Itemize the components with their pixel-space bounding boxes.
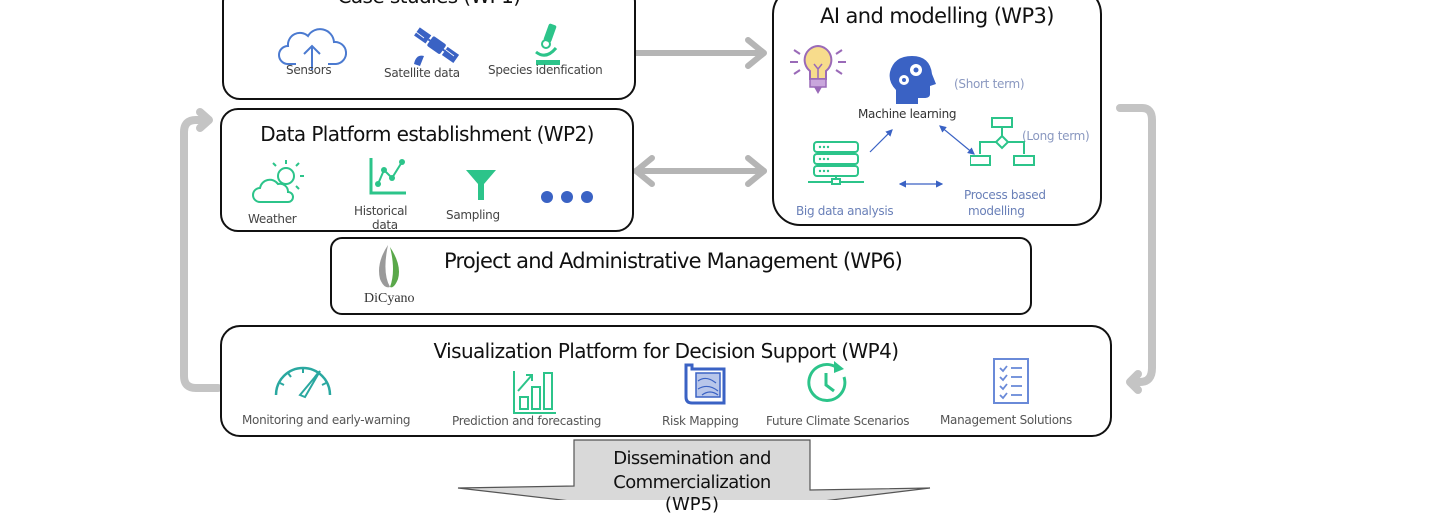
sampling-label: Sampling: [446, 208, 500, 222]
microscope-icon: [530, 22, 566, 68]
bar-chart-growth-icon: [512, 367, 558, 415]
wp3-title: AI and modelling (WP3): [820, 4, 1054, 28]
wp3-inner-arrows: [869, 125, 975, 188]
future-climate-label: Future Climate Scenarios: [766, 414, 910, 428]
wp5-line3: (WP5): [664, 494, 720, 515]
arrow-wp3-to-wp4-loop: [1116, 104, 1156, 394]
big-data-analysis-label: Big data analysis: [796, 204, 894, 218]
weather-label: Weather: [248, 212, 297, 226]
arrow-bigdata-to-ml: [869, 129, 893, 153]
connector-arrows: [180, 37, 1156, 394]
wp2-data-platform-box: Data Platform establishment (WP2) Weathe…: [220, 108, 634, 232]
lightbulb-icon: [788, 42, 848, 98]
historical-data-label-line1: Historical: [354, 204, 408, 218]
satellite-data-label: Satellite data: [384, 66, 460, 80]
arrow-wp4-to-wp2-loop: [180, 108, 222, 392]
brain-gears-head-icon: [888, 54, 936, 106]
wp5-line1: Dissemination and: [613, 448, 771, 469]
wp5-dissemination-arrow: [457, 439, 931, 500]
wp4-visualization-box: Visualization Platform for Decision Supp…: [220, 325, 1112, 437]
weather-icon: [252, 158, 308, 206]
species-identification-label: Species idenfication: [488, 63, 603, 77]
arrow-wp2-wp3-bidirectional: [633, 155, 767, 187]
funnel-icon: [466, 168, 496, 202]
risk-mapping-label: Risk Mapping: [662, 414, 739, 428]
wp5-line2: Commercialization: [613, 472, 771, 493]
cloud-upload-icon: [278, 24, 348, 70]
process-based-modelling-label-line1: Process based: [964, 188, 1046, 202]
dicyano-logo-text: DiCyano: [364, 291, 415, 306]
historical-data-label-line2: data: [372, 218, 398, 232]
wp2-title: Data Platform establishment (WP2): [260, 122, 594, 146]
wp4-title: Visualization Platform for Decision Supp…: [433, 339, 900, 363]
wp6-title: Project and Administrative Management (W…: [444, 249, 903, 273]
sensors-label: Sensors: [286, 63, 332, 77]
arrow-ml-process: [939, 125, 975, 155]
short-term-label: (Short term): [954, 77, 1025, 91]
server-database-icon: [808, 140, 864, 186]
long-term-label: (Long term): [1022, 129, 1090, 143]
process-based-modelling-label-line2: modelling: [968, 204, 1025, 218]
checklist-icon: [992, 357, 1032, 405]
wp1-case-studies-box: Case studies (WP1) Sensors Satellite dat…: [222, 0, 636, 100]
arrow-wp1-to-wp3: [633, 37, 767, 69]
wp1-title: Case studies (WP1): [224, 0, 634, 8]
satellite-icon: [410, 24, 462, 68]
speedometer-icon: [272, 363, 334, 399]
line-chart-icon: [368, 156, 408, 196]
machine-learning-label: Machine learning: [858, 107, 957, 121]
monitoring-label: Monitoring and early-warning: [242, 413, 411, 427]
wp6-management-box: DiCyano Project and Administrative Manag…: [330, 237, 1032, 315]
management-solutions-label: Management Solutions: [940, 413, 1073, 427]
flowchart-icon: [970, 116, 1036, 174]
wp3-ai-modelling-box: AI and modelling (WP3) Machine learning …: [772, 0, 1102, 226]
more-dots-icon: [540, 190, 598, 204]
clock-refresh-icon: [806, 361, 852, 405]
dicyano-logo: [374, 243, 404, 289]
map-icon: [682, 363, 728, 407]
prediction-label: Prediction and forecasting: [452, 414, 602, 428]
